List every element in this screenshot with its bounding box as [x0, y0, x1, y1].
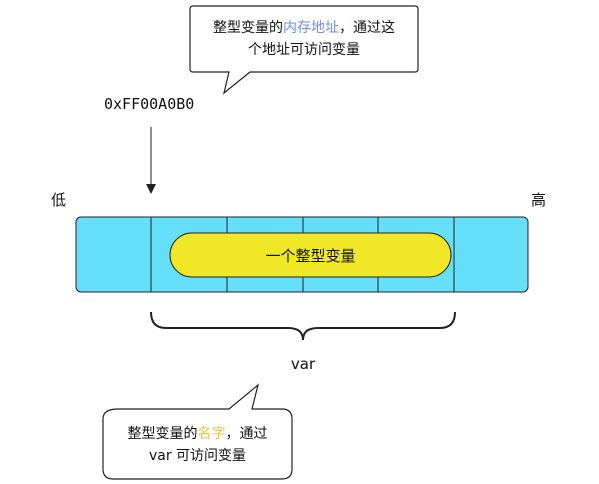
- callout-top-text: 整型变量的内存地址，通过这 个地址可访问变量: [190, 17, 418, 61]
- callout-top-line1: 整型变量的内存地址，通过这: [213, 20, 395, 36]
- high-address-label: 高: [531, 191, 547, 209]
- low-address-label: 低: [51, 191, 67, 209]
- memory-block: [75, 216, 529, 293]
- memory-address-label: 0xFF00A0B0: [104, 95, 195, 113]
- variable-label: 一个整型变量: [265, 247, 356, 265]
- name-highlight: 名字: [197, 426, 226, 442]
- arrow-down-icon: [146, 127, 156, 194]
- variable-pill: [169, 232, 452, 278]
- callout-bottom-bubble: [102, 383, 293, 480]
- callout-bottom-line2: var 可访问变量: [148, 448, 247, 464]
- callout-bottom-line1: 整型变量的名字，通过: [127, 426, 268, 442]
- callout-top-bubble: [189, 5, 419, 95]
- callout-bottom-text: 整型变量的名字，通过 var 可访问变量: [103, 423, 292, 467]
- variable-name-label: var: [290, 355, 316, 373]
- address-highlight: 内存地址: [283, 20, 339, 36]
- curly-brace-icon: [150, 311, 456, 341]
- callout-top-line2: 个地址可访问变量: [248, 42, 360, 58]
